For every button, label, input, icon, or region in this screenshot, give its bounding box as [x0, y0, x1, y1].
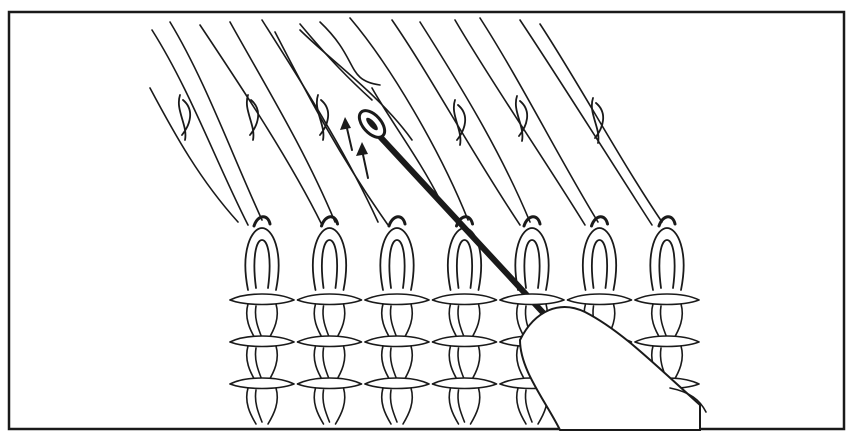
knitting-illustration: [0, 0, 855, 434]
illustration-canvas: [0, 0, 855, 434]
